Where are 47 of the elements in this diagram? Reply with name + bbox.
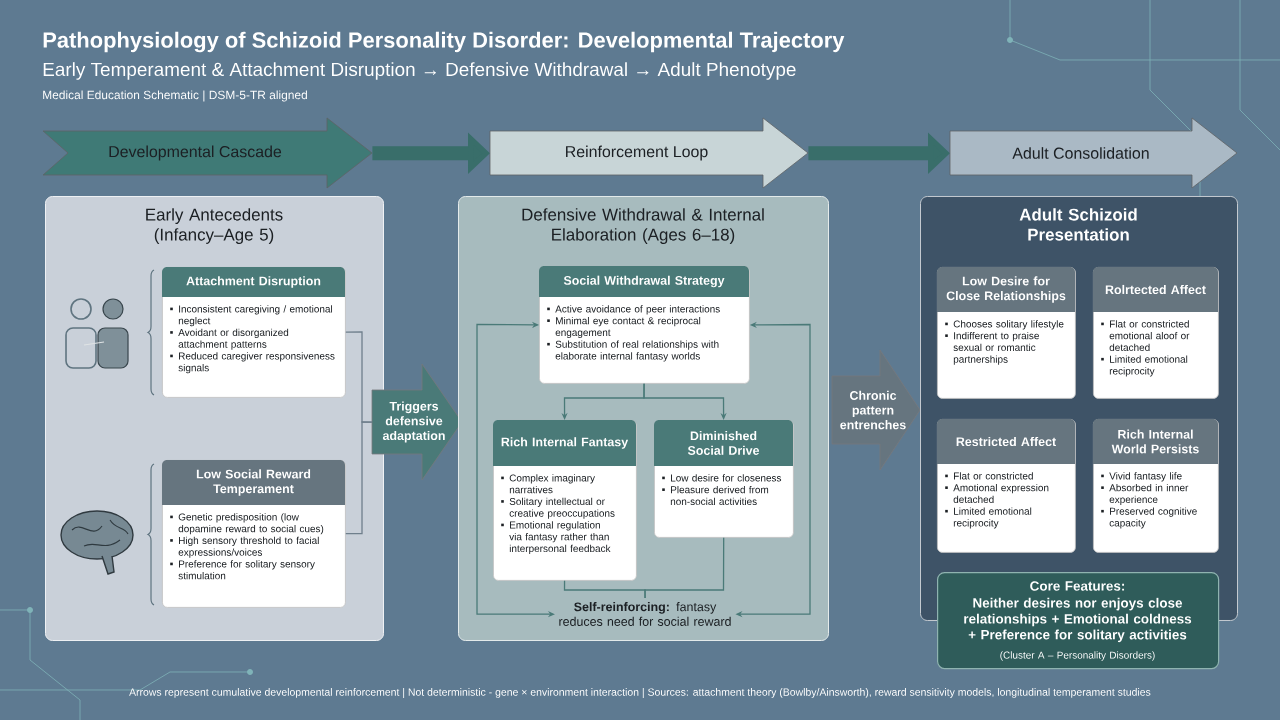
bullet-item: Pleasure derived from non-social activities — [662, 485, 769, 505]
bullet-item: Complex imaginary narratives — [501, 474, 595, 494]
subtitle: Early Temperament & Attachment Disruption → Defensive Withdrawal → Adult Phenotype — [43, 62, 796, 80]
bullet-item: Emotional regulation via fantasy rather than interpersonal feedback — [501, 521, 611, 554]
card-header: Social Withdrawal Strategy — [539, 266, 749, 297]
card-header: Low Social Reward Temperament — [162, 460, 345, 505]
footnote: Arrows represent cumulative developmental reinforcement | Not deterministic - gene × environment interaction | Sources: attachment theory (Bowlby/Ainsworth), reward sensitivity models, longitudinal temperament studies — [129, 688, 1151, 698]
loop-note: Self-reinforcing: fantasy reduces need for social reward — [559, 602, 731, 626]
summary-note: (Cluster A – Personality Disorders) — [1000, 651, 1155, 661]
panel-heading: Early Antecedents (Infancy–Age 5) — [146, 208, 283, 244]
card-header: Attachment Disruption — [162, 267, 345, 297]
bullet-item: Solitary intellectual or creative preoccupations — [501, 497, 615, 519]
bullet-item: Genetic predisposition (low dopamine reward to social cues) — [170, 513, 324, 535]
bullet-item: Chooses solitary lifestyle — [945, 320, 1064, 330]
bullet-item: Reduced caregiver responsiveness signals — [170, 352, 335, 374]
bullet-item: Minimal eye contact & reciprocal engagement — [547, 316, 701, 338]
bullet-item: Active avoidance of peer interactions — [547, 305, 720, 315]
bullet-item: Preserved cognitive capacity — [1101, 507, 1197, 529]
bullet-item: High sensory threshold to facial expressions/voices — [170, 536, 319, 558]
bullet-item: Absorbed in inner experience — [1101, 483, 1189, 505]
bullet-item: Avoidant or disorganized attachment patterns — [170, 328, 289, 350]
title: Pathophysiology of Schizoid Personality Disorder: Developmental Trajectory — [43, 31, 845, 53]
connector-line — [345, 421, 373, 535]
bullet-item: Indifferent to praise sexual or romantic partnerships — [945, 331, 1039, 365]
bullet-item: Low desire for closeness — [662, 474, 782, 482]
connector-line — [644, 537, 725, 599]
arrow — [643, 383, 727, 420]
card-header: Low Desire for Close Relationships — [937, 267, 1075, 312]
bullet-item: Amotional expression detached — [945, 483, 1049, 503]
card-header: Rich Internal World Persists — [1093, 419, 1218, 464]
card-header: Rich Internal Fantasy — [493, 420, 636, 466]
bullet-item: Inconsistent caregiving / emotional neglect — [170, 305, 332, 327]
bullet-item: Flat or constricted — [945, 472, 1033, 480]
bullet-item: Vivid fantasy life — [1101, 472, 1182, 482]
card-header: Restricted Affect — [937, 419, 1075, 464]
bullet-item: Limited emotional reciprocity — [945, 507, 1032, 529]
panel-heading: Defensive Withdrawal & Internal Elaboration (Ages 6–18) — [522, 208, 764, 244]
bullet-item: Limited emotional reciprocity — [1101, 355, 1188, 377]
bullet-item: Substitution of real relationships with elaborate internal fantasy worlds — [547, 340, 719, 362]
summary-text: Neither desires nor enjoys close relationships + Emotional coldness + Preference for solitary activities — [964, 597, 1192, 643]
card-header: Diminished Social Drive — [654, 420, 793, 466]
panel-heading: Adult Schizoid Presentation — [1019, 208, 1137, 241]
bullet-item: Flat or constricted emotional aloof or detached — [1101, 320, 1190, 351]
summary-heading: Core Features: — [1030, 581, 1125, 591]
bullet-item: Preference for solitary sensory stimulation — [170, 560, 315, 580]
card-header: Rolrtected Affect — [1093, 267, 1218, 312]
subheading: Medical Education Schematic | DSM-5-TR aligned — [43, 90, 307, 102]
